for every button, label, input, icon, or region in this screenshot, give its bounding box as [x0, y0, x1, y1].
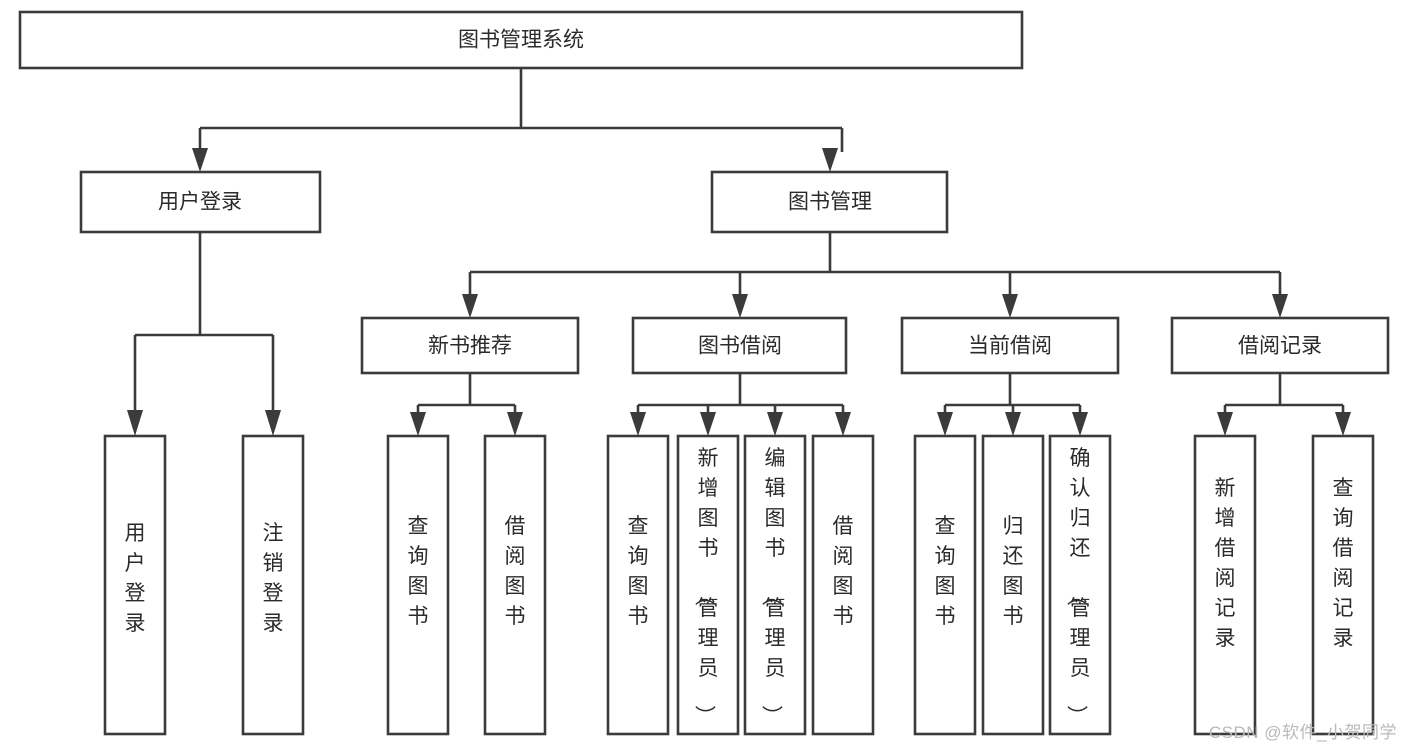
node-leaf-add-book-admin[interactable]: 新增图书（管理员） — [676, 434, 740, 736]
connectors-root-to-level2 — [192, 68, 844, 172]
node-leaf-confirm-return-admin[interactable]: 确认归还（管理员） — [1048, 434, 1112, 736]
arrow-leaf-user-login — [127, 410, 143, 436]
node-leaf-logout-label: 注销登录 — [263, 522, 284, 635]
node-leaf-user-login-box[interactable] — [103, 434, 167, 736]
node-book-management-box[interactable] — [710, 170, 949, 234]
node-leaf-add-borrow-record-box[interactable] — [1193, 434, 1257, 736]
arrow-cb-leaf-1 — [937, 412, 953, 436]
node-leaf-confirm-return-admin-label: 确认归还（管理员） — [1065, 447, 1091, 726]
node-root-system[interactable]: 图书管理系统 — [18, 10, 1024, 70]
node-book-borrow-box[interactable] — [631, 316, 848, 375]
node-book-management-label: 图书管理 — [788, 191, 872, 214]
node-leaf-edit-book-admin[interactable]: 编辑图书（管理员） — [743, 434, 807, 736]
arrow-cb-leaf-2 — [1005, 412, 1021, 436]
node-new-book-recommend-label: 新书推荐 — [428, 335, 512, 358]
node-leaf-query-book-bb-box[interactable] — [606, 434, 670, 736]
node-borrow-records-label: 借阅记录 — [1238, 335, 1322, 358]
node-leaf-add-borrow-record[interactable]: 新增借阅记录 — [1193, 434, 1257, 736]
node-user-login[interactable]: 用户登录 — [79, 170, 322, 234]
node-leaf-borrow-book-nbr-label: 借阅图书 — [505, 515, 526, 628]
node-leaf-borrow-book-nbr[interactable]: 借阅图书 — [483, 434, 547, 736]
node-current-borrow-box[interactable] — [900, 316, 1120, 375]
arrow-nbr-leaf-2 — [507, 412, 523, 436]
csdn-watermark: CSDN @软件_小贺同学 — [1208, 723, 1397, 742]
connectors-book-borrow-to-leaves — [630, 373, 851, 436]
node-leaf-confirm-return-admin-box[interactable] — [1048, 434, 1112, 736]
node-leaf-add-book-admin-label: 新增图书（管理员） — [693, 447, 719, 726]
node-book-borrow[interactable]: 图书借阅 — [631, 316, 848, 375]
arrow-to-borrow-records — [1272, 294, 1288, 318]
connectors-user-login-to-leaves — [127, 232, 281, 436]
arrow-bb-leaf-2 — [700, 412, 716, 436]
node-new-book-recommend[interactable]: 新书推荐 — [360, 316, 580, 375]
node-leaf-return-book[interactable]: 归还图书 — [981, 434, 1045, 736]
node-leaf-query-book-bb-label: 查询图书 — [628, 515, 649, 628]
arrow-nbr-leaf-1 — [410, 412, 426, 436]
connectors-borrow-records-to-leaves — [1217, 373, 1351, 436]
arrow-to-book-mgmt — [822, 148, 838, 172]
connectors-current-borrow-to-leaves — [937, 373, 1088, 436]
node-borrow-records[interactable]: 借阅记录 — [1170, 316, 1390, 375]
node-leaf-borrow-book-bb-box[interactable] — [811, 434, 875, 736]
node-leaf-logout[interactable]: 注销登录 — [241, 434, 305, 736]
arrow-br-leaf-2 — [1335, 412, 1351, 436]
node-leaf-query-book-cb-label: 查询图书 — [935, 515, 956, 628]
node-leaf-query-book-bb[interactable]: 查询图书 — [606, 434, 670, 736]
arrow-bb-leaf-1 — [630, 412, 646, 436]
node-leaf-return-book-box[interactable] — [981, 434, 1045, 736]
node-leaf-query-book-cb-box[interactable] — [913, 434, 977, 736]
node-root-system-box[interactable] — [18, 10, 1024, 70]
node-user-login-box[interactable] — [79, 170, 322, 234]
arrow-bb-leaf-3 — [767, 412, 783, 436]
node-leaf-return-book-label: 归还图书 — [1003, 515, 1024, 628]
node-root-system-label: 图书管理系统 — [458, 29, 584, 52]
node-leaf-query-book-nbr-box[interactable] — [386, 434, 450, 736]
arrow-to-user-login — [192, 148, 208, 172]
node-leaf-query-book-cb[interactable]: 查询图书 — [913, 434, 977, 736]
arrow-to-new-book-recommend — [462, 294, 478, 318]
node-leaf-query-book-nbr-label: 查询图书 — [408, 515, 429, 628]
node-current-borrow[interactable]: 当前借阅 — [900, 316, 1120, 375]
node-borrow-records-box[interactable] — [1170, 316, 1390, 375]
node-new-book-recommend-box[interactable] — [360, 316, 580, 375]
node-leaf-logout-box[interactable] — [241, 434, 305, 736]
node-book-borrow-label: 图书借阅 — [698, 335, 782, 358]
node-leaf-edit-book-admin-box[interactable] — [743, 434, 807, 736]
node-leaf-edit-book-admin-label: 编辑图书（管理员） — [760, 447, 786, 726]
arrow-leaf-logout — [265, 410, 281, 436]
node-leaf-add-borrow-record-label: 新增借阅记录 — [1215, 477, 1236, 650]
arrow-to-current-borrow — [1002, 294, 1018, 318]
node-leaf-user-login-label: 用户登录 — [125, 522, 146, 635]
arrow-bb-leaf-4 — [835, 412, 851, 436]
node-leaf-query-borrow-record[interactable]: 查询借阅记录 — [1311, 434, 1375, 736]
arrow-to-book-borrow — [732, 294, 748, 318]
arrow-cb-leaf-3 — [1072, 412, 1088, 436]
node-leaf-add-book-admin-box[interactable] — [676, 434, 740, 736]
node-leaf-query-borrow-record-box[interactable] — [1311, 434, 1375, 736]
node-user-login-label: 用户登录 — [158, 191, 242, 214]
connectors-new-book-recommend-to-leaves — [410, 373, 523, 436]
node-leaf-borrow-book-bb-label: 借阅图书 — [833, 515, 854, 628]
node-leaf-borrow-book-nbr-box[interactable] — [483, 434, 547, 736]
node-leaf-borrow-book-bb[interactable]: 借阅图书 — [811, 434, 875, 736]
arrow-br-leaf-1 — [1217, 412, 1233, 436]
node-leaf-query-borrow-record-label: 查询借阅记录 — [1333, 477, 1354, 650]
node-current-borrow-label: 当前借阅 — [968, 335, 1052, 358]
node-leaf-user-login[interactable]: 用户登录 — [103, 434, 167, 736]
connectors-book-mgmt-to-level3 — [462, 232, 1288, 318]
node-leaf-query-book-nbr[interactable]: 查询图书 — [386, 434, 450, 736]
node-book-management[interactable]: 图书管理 — [710, 170, 949, 234]
